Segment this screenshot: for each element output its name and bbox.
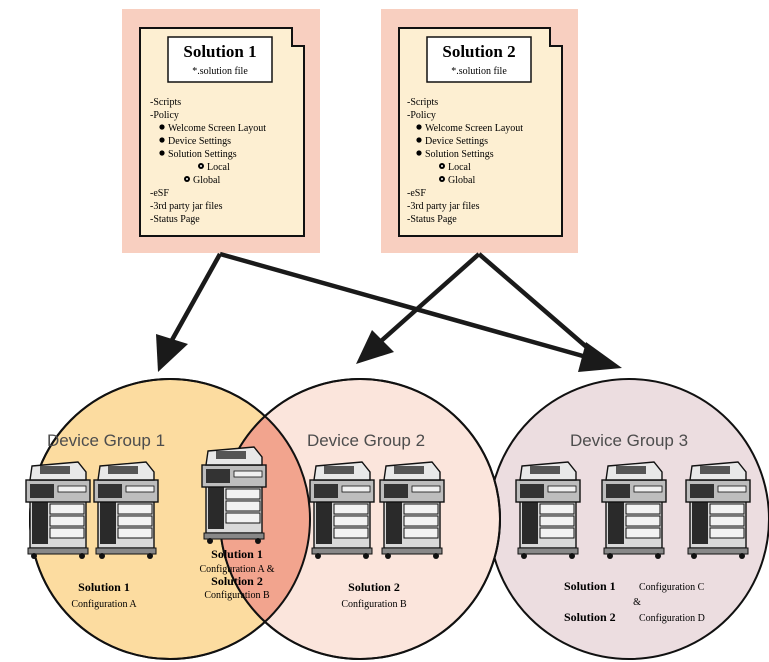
doc-item-device-settings: Device Settings: [425, 136, 488, 147]
arrowhead-icon: [156, 334, 188, 372]
doc-item-solution-settings: Solution Settings: [425, 149, 494, 160]
doc-item-global: Global: [448, 175, 475, 186]
overlap-config2-label: Configuration B: [204, 590, 270, 601]
printer-icon: [515, 461, 581, 560]
solution-2-document: Solution 2 *.solution file -Scripts -Pol…: [381, 9, 578, 253]
overlap-region: [220, 379, 310, 659]
doc-item-scripts: -Scripts: [150, 97, 181, 108]
doc-item-status-page: -Status Page: [407, 214, 457, 225]
doc-item-policy: -Policy: [407, 110, 436, 121]
connector-arrows: [156, 251, 622, 372]
doc-item-device-settings: Device Settings: [168, 136, 231, 147]
doc-item-esf: -eSF: [407, 188, 426, 199]
document-subtitle: *.solution file: [192, 66, 248, 77]
doc-item-jar-files: -3rd party jar files: [407, 201, 480, 212]
doc-item-welcome-screen: Welcome Screen Layout: [168, 123, 266, 134]
bullet-icon: [159, 137, 165, 143]
document-title: Solution 1: [183, 42, 256, 61]
group3-ampersand: &: [633, 597, 641, 608]
arrow-solution2-to-group2: [378, 252, 481, 344]
arrow-solution1-to-group3: [219, 251, 591, 361]
arrow-solution1-to-group1: [170, 252, 222, 342]
doc-item-esf: -eSF: [150, 188, 169, 199]
printer-icon: [309, 461, 375, 560]
printer-icon: [601, 461, 667, 560]
printer-icon: [379, 461, 445, 560]
solution-1-document: Solution 1 *.solution file -Scripts -Pol…: [122, 9, 320, 253]
group1-solution-label: Solution 1: [78, 580, 130, 594]
bullet-icon: [416, 150, 422, 156]
group3-solution1-label: Solution 1: [564, 579, 616, 593]
group3-config1-label: Configuration C: [639, 582, 705, 593]
bullet-icon: [416, 124, 422, 130]
doc-item-scripts: -Scripts: [407, 97, 438, 108]
overlap-config1-label: Configuration A &: [200, 564, 275, 575]
arrowhead-icon: [356, 330, 394, 364]
group2-solution-label: Solution 2: [348, 580, 400, 594]
doc-item-local: Local: [448, 162, 471, 173]
doc-item-welcome-screen: Welcome Screen Layout: [425, 123, 523, 134]
doc-item-status-page: -Status Page: [150, 214, 200, 225]
bullet-icon: [159, 124, 165, 130]
group3-config2-label: Configuration D: [639, 613, 705, 624]
device-group-2-title: Device Group 2: [307, 431, 425, 450]
group2-config-label: Configuration B: [341, 599, 407, 610]
document-subtitle: *.solution file: [451, 66, 507, 77]
device-group-1-title: Device Group 1: [47, 431, 165, 450]
bullet-icon: [159, 150, 165, 156]
group3-solution2-label: Solution 2: [564, 610, 616, 624]
document-title-box: [426, 36, 532, 83]
overlap-solution1-label: Solution 1: [211, 547, 263, 561]
printer-icon: [25, 461, 91, 560]
printer-icon: [685, 461, 751, 560]
printer-icon: [93, 461, 159, 560]
doc-item-solution-settings: Solution Settings: [168, 149, 237, 160]
group1-config-label: Configuration A: [71, 599, 137, 610]
doc-item-global: Global: [193, 175, 220, 186]
document-title-box: [167, 36, 273, 83]
doc-item-jar-files: -3rd party jar files: [150, 201, 223, 212]
document-title: Solution 2: [442, 42, 515, 61]
bullet-icon: [416, 137, 422, 143]
overlap-solution2-label: Solution 2: [211, 574, 263, 588]
device-group-3-title: Device Group 3: [570, 431, 688, 450]
doc-item-policy: -Policy: [150, 110, 179, 121]
printer-icon: [201, 446, 267, 545]
doc-item-local: Local: [207, 162, 230, 173]
